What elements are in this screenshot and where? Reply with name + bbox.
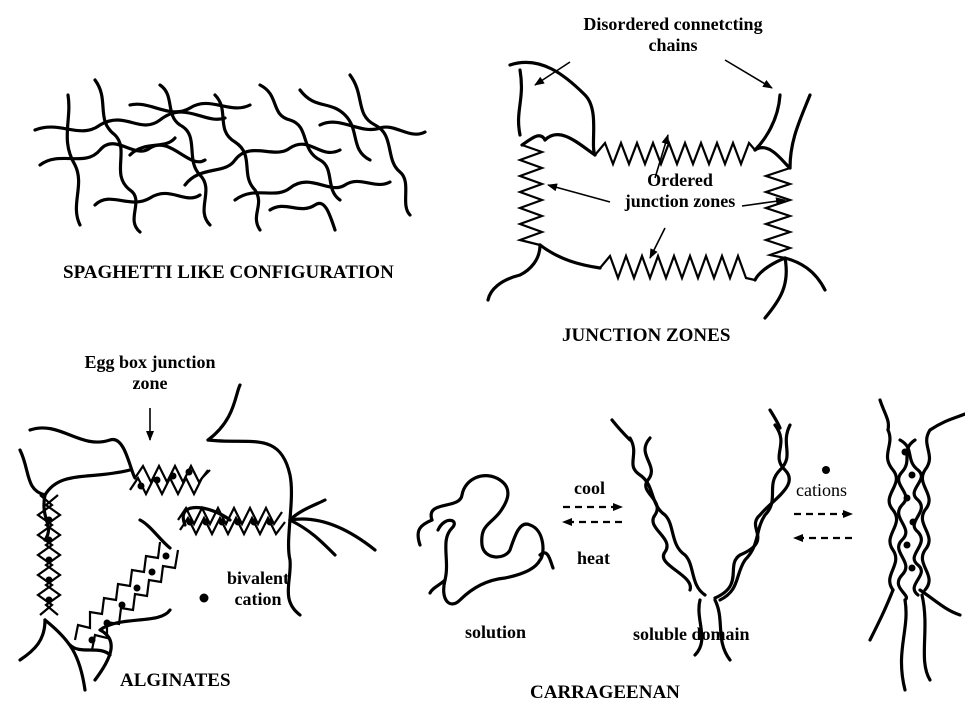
ordered-zones-line2: junction zones [590,191,770,212]
junction-zigzag-left [520,145,542,245]
eggbox-zone-left [38,495,60,615]
eggbox-zone-top [130,466,210,494]
cool-label: cool [574,478,605,499]
heat-label: heat [577,548,610,569]
spaghetti-tangle [35,75,425,232]
random-coil [431,476,543,604]
solution-label: solution [465,622,526,643]
junction-zigzag-bottom [600,256,755,280]
bivalent-cation-line1: bivalent [208,568,308,589]
eggbox-label: Egg box junction zone [60,352,240,393]
disordered-chains-line1: Disordered connetcting [553,14,793,35]
bivalent-cation-line2: cation [208,589,308,610]
cation-dot [822,466,830,474]
junction-zigzag-top [595,143,755,164]
disordered-chains-line2: chains [553,35,793,56]
carrageenan-panel-graphics [418,400,965,690]
soluble-domain-label: soluble domain [633,624,750,645]
disordered-chains-label: Disordered connetcting chains [553,14,793,55]
carrageenan-title: CARRAGEENAN [530,682,680,704]
alginates-title: ALGINATES [120,670,231,692]
alginate-network [20,385,375,690]
ordered-zones-label: Ordered junction zones [590,170,770,211]
eggbox-zone-diagonal [75,542,178,650]
cations-label: cations [796,480,847,501]
eggbox-label-line2: zone [60,373,240,394]
eggbox-zone-right [178,508,285,534]
eggbox-label-line1: Egg box junction [60,352,240,373]
ordered-zones-line1: Ordered [590,170,770,191]
bivalent-cation-label: bivalent cation [208,568,308,609]
spaghetti-title: SPAGHETTI LIKE CONFIGURATION [63,262,394,284]
junction-zones-title: JUNCTION ZONES [562,325,730,347]
